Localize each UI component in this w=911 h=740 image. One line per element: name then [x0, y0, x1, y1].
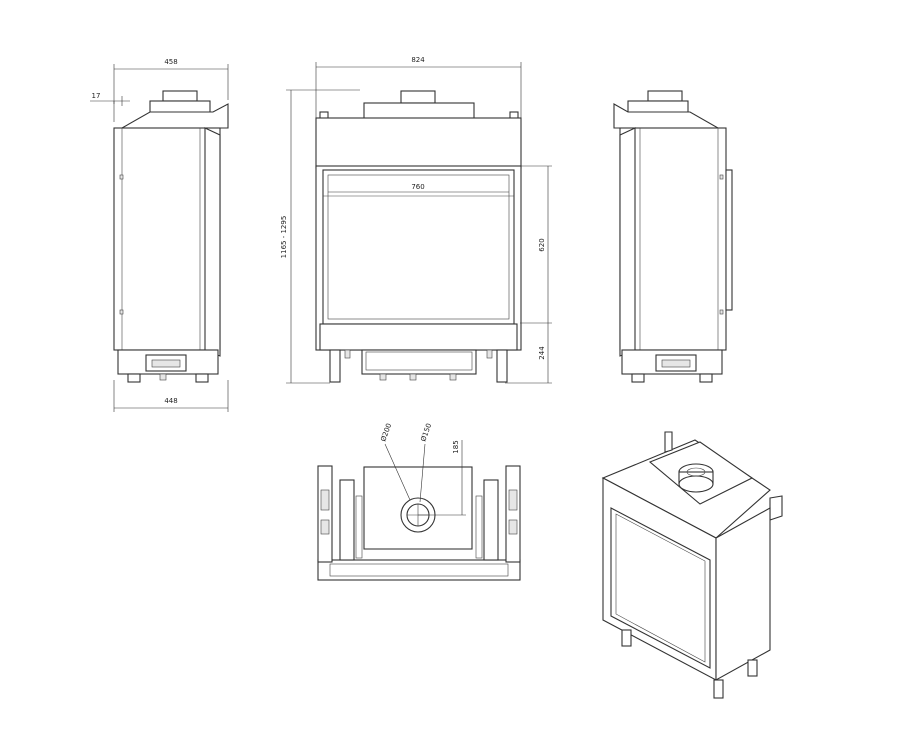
- dim-base-height: 244: [538, 346, 546, 360]
- dim-glass-height: 620: [538, 238, 546, 251]
- top-view: Ø200 Ø150 185: [317, 422, 521, 581]
- side-view-left: 458 17 448: [90, 58, 229, 412]
- side-view-right: [613, 90, 733, 383]
- dim-top-flue-offset: 185: [452, 440, 460, 453]
- dim-glass-width: 760: [411, 183, 424, 191]
- dim-front-width: 824: [411, 56, 425, 64]
- dim-front-height: 1165 - 1295: [280, 216, 288, 259]
- dim-top-outer-flue: Ø200: [379, 422, 393, 442]
- front-view: 824 1165 - 1295 760 620 244: [280, 56, 552, 384]
- dim-side-flue-offset: 17: [92, 92, 101, 100]
- isometric-view: [601, 431, 783, 699]
- dim-side-depth-bottom: 448: [164, 397, 177, 405]
- dim-top-inner-flue: Ø150: [419, 422, 433, 442]
- dim-side-depth-top: 458: [164, 58, 177, 66]
